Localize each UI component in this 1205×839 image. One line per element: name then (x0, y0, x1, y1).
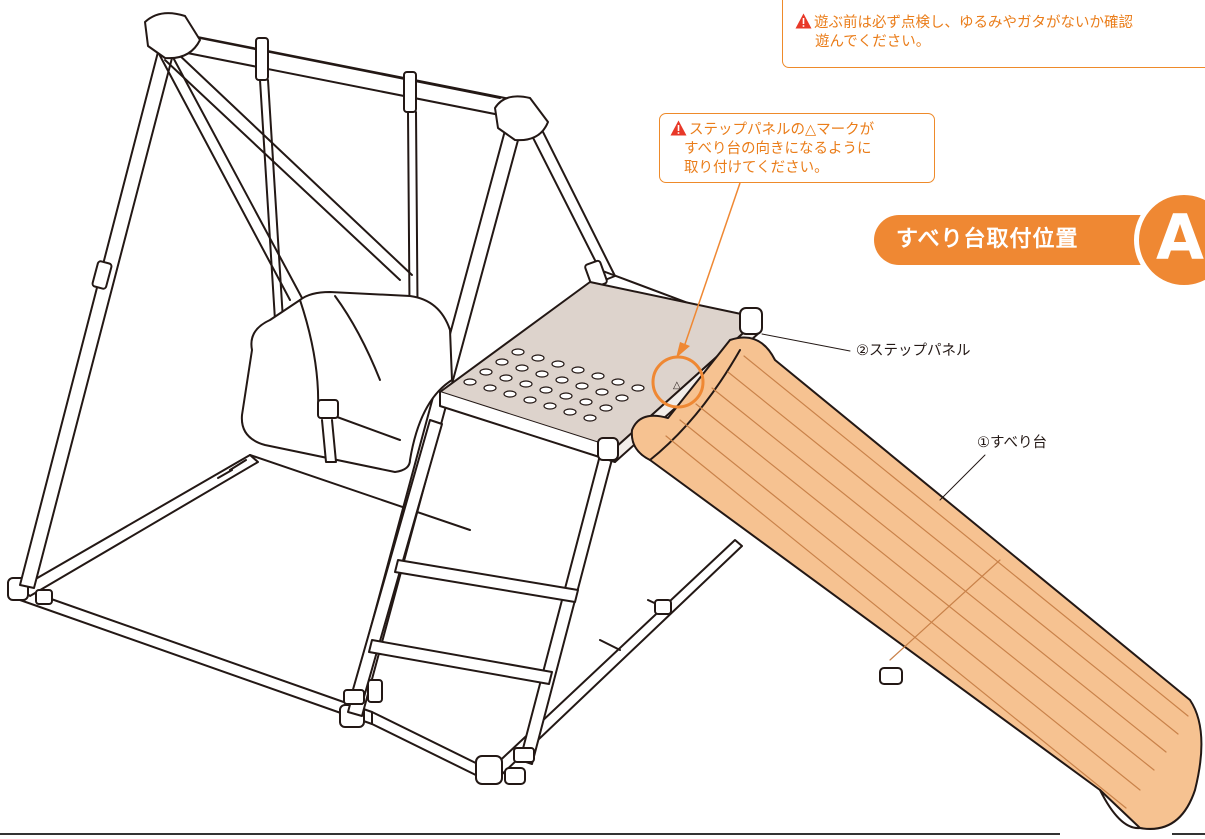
part-label-slide: ①すべり台 (977, 435, 1047, 451)
ladder (343, 419, 617, 765)
section-title-badge: すべり台取付位置 (874, 215, 1174, 265)
panel-orientation-line1: ステップパネルの△マークが (689, 122, 875, 138)
warning-triangle-icon (795, 13, 812, 29)
part-label-step-panel: ②ステップパネル (856, 343, 971, 359)
section-title: すべり台取付位置 (896, 227, 1079, 252)
warning-triangle-icon (670, 120, 687, 136)
ground-frame (7, 454, 743, 785)
footer-rule-right (1172, 833, 1205, 835)
panel-orientation-line3: 取り付けてください。 (684, 160, 829, 176)
swing-seat (240, 37, 453, 473)
section-letter-circle (1134, 190, 1205, 290)
orientation-highlight: △ (651, 182, 741, 409)
panel-orientation-note: ステップパネルの△マークが すべり台の向きになるように 取り付けてください。 (659, 113, 935, 183)
safety-check-line2: 遊んでください。 (815, 34, 931, 50)
svg-text:△: △ (673, 380, 681, 391)
footer-rule (0, 833, 1060, 835)
slide (630, 336, 1203, 830)
safety-check-note: 遊ぶ前は必ず点検し、ゆるみやガタがないか確認 遊んでください。 (782, 0, 1205, 68)
section-letter: A (1156, 201, 1204, 274)
safety-check-line1: 遊ぶ前は必ず点検し、ゆるみやガタがないか確認 (814, 15, 1133, 31)
leader-lines (761, 333, 986, 501)
panel-orientation-line2: すべり台の向きになるように (684, 141, 872, 157)
